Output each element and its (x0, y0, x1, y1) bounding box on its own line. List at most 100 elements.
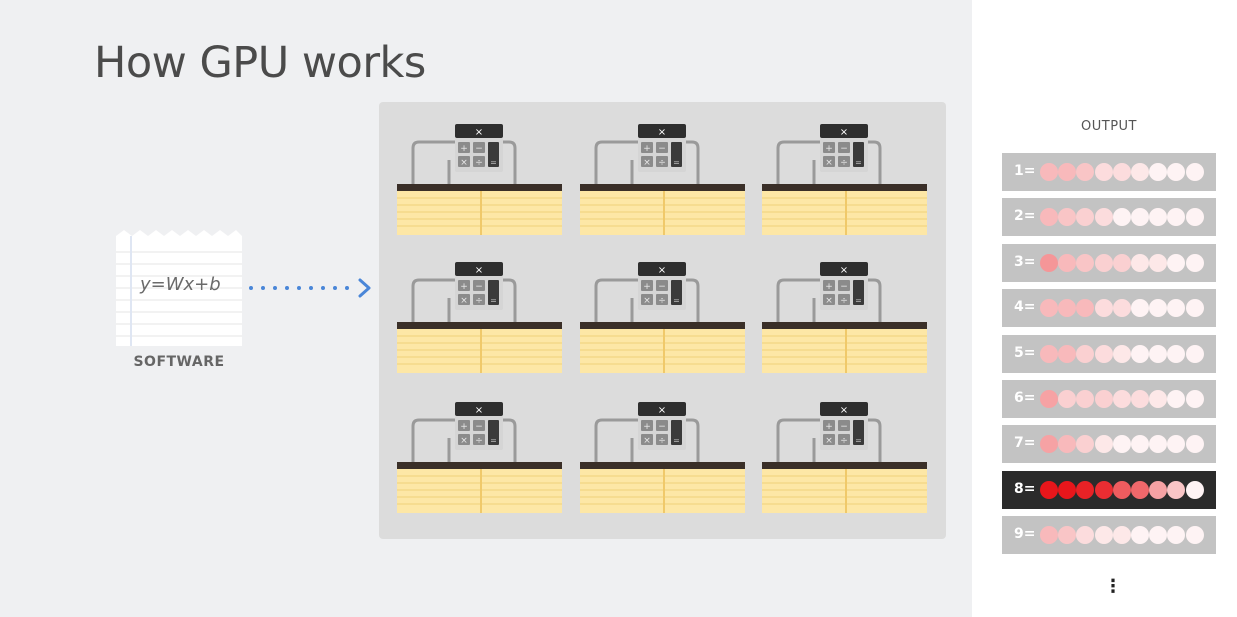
output-row: 8= (1002, 470, 1216, 509)
software-note: y=Wx+b (116, 230, 242, 346)
output-dot (1094, 253, 1113, 272)
svg-text:+: + (643, 144, 651, 154)
output-dot (1131, 526, 1149, 545)
svg-text:÷: ÷ (658, 158, 666, 168)
output-dot (1131, 253, 1149, 272)
svg-text:×: × (643, 296, 651, 306)
svg-text:−: − (658, 144, 666, 154)
output-dot (1149, 208, 1168, 227)
svg-text:÷: ÷ (840, 158, 848, 168)
svg-text:=: = (855, 296, 862, 305)
output-row-label: 6= (1014, 390, 1036, 406)
gpu-core-desk: ×+−×÷= (397, 124, 562, 244)
output-dot (1040, 390, 1058, 408)
output-dot (1131, 208, 1149, 227)
svg-text:+: + (825, 144, 833, 154)
output-dot (1167, 390, 1186, 408)
output-dot (1131, 299, 1149, 318)
svg-text:=: = (673, 436, 680, 445)
svg-text:=: = (855, 158, 862, 167)
gpu-core-desk: ×+−×÷= (397, 402, 562, 522)
output-row-label: 4= (1014, 299, 1036, 316)
svg-text:−: − (658, 282, 666, 292)
output-dot (1040, 253, 1058, 272)
output-row-label: 5= (1014, 344, 1036, 361)
svg-text:×: × (643, 158, 651, 168)
gpu-core-desk: ×+−×÷= (397, 262, 562, 382)
svg-text:=: = (490, 296, 497, 305)
output-dot (1094, 390, 1113, 408)
output-dot (1112, 208, 1131, 227)
output-dot (1149, 435, 1168, 454)
output-row: 3= (1002, 243, 1216, 282)
svg-text:+: + (460, 282, 468, 292)
output-dot (1131, 163, 1149, 181)
svg-text:×: × (825, 158, 833, 168)
notepad-icon (116, 230, 242, 346)
output-dot (1076, 480, 1095, 499)
calculator-icon: ×+−×÷= (580, 262, 745, 373)
output-row-label: 2= (1014, 208, 1036, 225)
svg-text:÷: ÷ (658, 436, 666, 446)
svg-text:×: × (658, 127, 666, 138)
svg-text:÷: ÷ (475, 436, 483, 446)
output-dot (1058, 526, 1077, 545)
svg-text:−: − (840, 422, 848, 432)
output-dot (1185, 299, 1204, 318)
gpu-core-desk: ×+−×÷= (762, 124, 927, 244)
output-dot (1094, 344, 1113, 363)
gpu-core-desk: ×+−×÷= (580, 262, 745, 382)
gpu-core-desk: ×+−×÷= (762, 402, 927, 522)
svg-text:×: × (840, 405, 848, 416)
svg-text:×: × (460, 158, 468, 168)
svg-text:×: × (643, 436, 651, 446)
svg-text:×: × (475, 405, 483, 416)
output-dot (1058, 480, 1077, 499)
equation: y=Wx+b (140, 274, 221, 295)
svg-text:+: + (825, 282, 833, 292)
output-dot (1076, 253, 1095, 272)
svg-text:×: × (825, 296, 833, 306)
svg-text:−: − (840, 282, 848, 292)
more-icon: ⋮ (1104, 576, 1122, 597)
output-row: 1= (1002, 153, 1216, 191)
output-dot (1167, 435, 1186, 454)
gpu-core-desk: ×+−×÷= (580, 124, 745, 244)
output-dot (1040, 526, 1058, 545)
dotted-arrow-icon (249, 278, 371, 298)
output-row: 5= (1002, 334, 1216, 373)
output-dot (1149, 299, 1168, 318)
output-dot (1112, 390, 1131, 408)
output-dot (1058, 163, 1077, 181)
calculator-icon: ×+−×÷= (397, 262, 562, 373)
output-dot (1185, 390, 1204, 408)
output-dot (1040, 435, 1058, 454)
output-dot (1094, 526, 1113, 545)
gpu-core-desk: ×+−×÷= (762, 262, 927, 382)
svg-text:+: + (825, 422, 833, 432)
svg-text:−: − (475, 282, 483, 292)
output-dot (1167, 163, 1186, 181)
output-label: OUTPUT (1081, 119, 1137, 134)
output-dot (1112, 299, 1131, 318)
page-title: How GPU works (94, 38, 426, 88)
output-dot (1058, 253, 1077, 272)
output-dot (1149, 344, 1168, 363)
output-dot (1040, 480, 1058, 499)
output-dot (1058, 208, 1077, 227)
output-dot (1131, 480, 1149, 499)
output-dot (1149, 526, 1168, 545)
output-dot (1149, 390, 1168, 408)
svg-text:=: = (673, 158, 680, 167)
svg-text:−: − (840, 144, 848, 154)
svg-text:×: × (840, 127, 848, 138)
svg-text:=: = (490, 158, 497, 167)
output-dot (1149, 163, 1168, 181)
output-dot (1040, 208, 1058, 227)
gpu-core-desk: ×+−×÷= (580, 402, 745, 522)
svg-text:×: × (840, 265, 848, 276)
output-dot (1076, 344, 1095, 363)
output-row-label: 1= (1014, 163, 1036, 179)
output-dot (1058, 390, 1077, 408)
output-dot (1112, 163, 1131, 181)
